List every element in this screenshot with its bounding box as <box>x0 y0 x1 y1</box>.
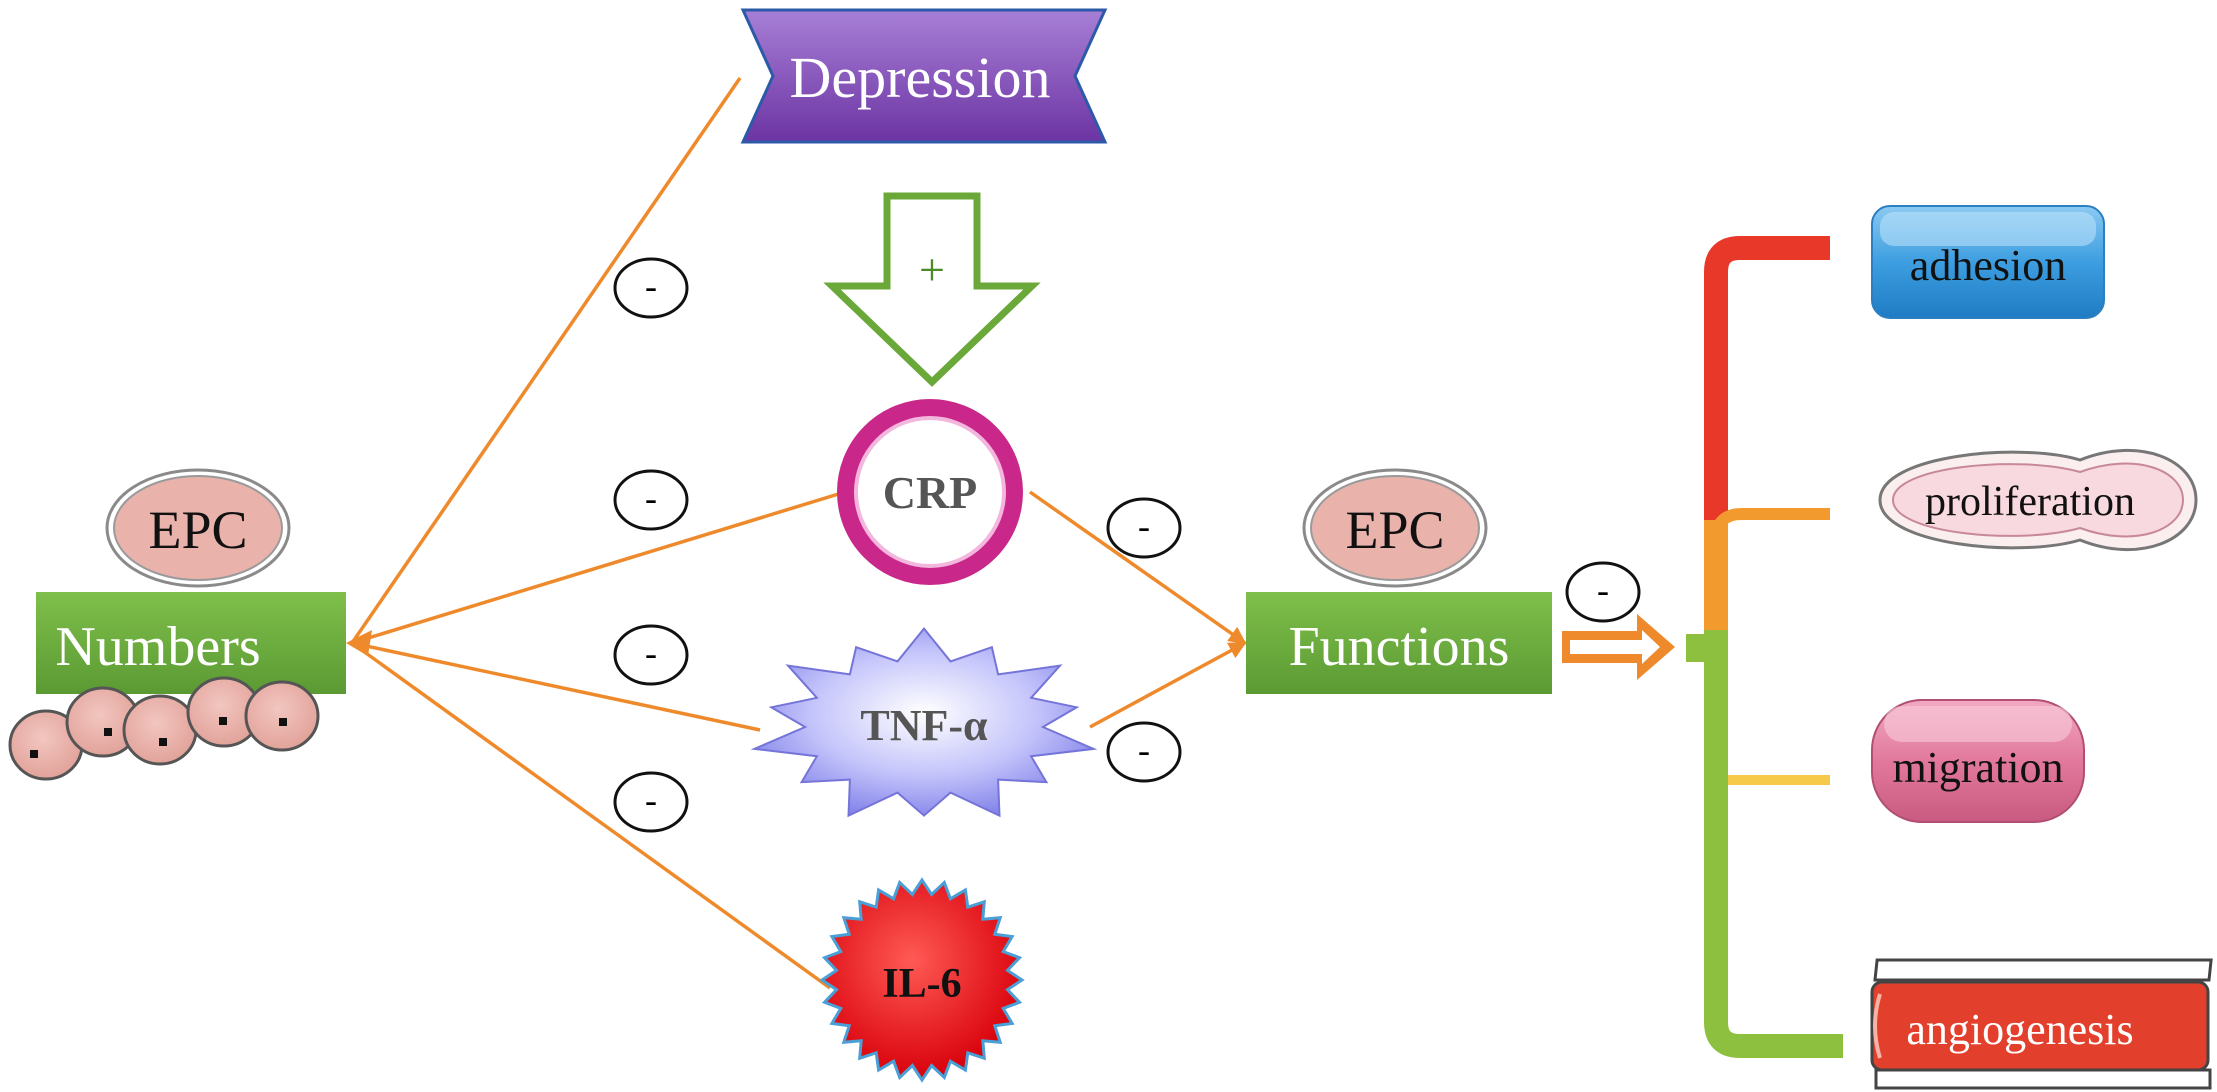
minus-label: - <box>645 478 657 518</box>
functions-box <box>1246 592 1552 694</box>
outcome-bracket <box>1686 236 1843 1058</box>
minus-circle-crp: - <box>613 469 689 531</box>
epc-left-label: EPC <box>148 500 247 560</box>
plus-label: + <box>919 244 945 295</box>
line-tnf-to-numbers <box>351 641 761 732</box>
epc-cells <box>8 676 320 781</box>
minus-circle-il6: - <box>613 771 689 833</box>
minus-label: - <box>1138 506 1150 546</box>
crp-node: CRP <box>837 399 1023 585</box>
line-crp-to-numbers <box>351 490 846 645</box>
epc-right-label: EPC <box>1345 500 1444 560</box>
minus-circle-tnf-functions: - <box>1106 721 1182 783</box>
minus-circle-depression: - <box>613 257 689 319</box>
plus-arrow: + <box>823 192 1041 387</box>
migration-label: migration <box>1892 743 2063 792</box>
connector-lines <box>350 77 1247 990</box>
tnf-node: TNF-α <box>750 627 1098 818</box>
outcome-migration: migration <box>1871 699 2085 823</box>
il6-node: IL-6 <box>819 877 1025 1083</box>
adhesion-label: adhesion <box>1910 241 2066 290</box>
minus-label: - <box>645 633 657 673</box>
numbers-label: Numbers <box>55 616 260 678</box>
outcome-angiogenesis: angiogenesis <box>1870 958 2213 1090</box>
line-tnf-to-functions <box>1089 641 1247 729</box>
numbers-arrowhead <box>346 630 372 656</box>
outcome-adhesion: adhesion <box>1871 205 2105 319</box>
tnf-label: TNF-α <box>860 701 988 750</box>
line-il6-to-numbers <box>350 641 832 990</box>
numbers-box <box>36 592 346 694</box>
crp-label: CRP <box>883 467 978 518</box>
functions-label: Functions <box>1289 616 1510 678</box>
minus-signs: - - - - - - - <box>613 257 1641 833</box>
minus-label: - <box>1597 570 1609 610</box>
minus-circle-outcomes: - <box>1565 561 1641 623</box>
angiogenesis-label: angiogenesis <box>1906 1005 2133 1054</box>
functions-to-outcomes-arrow <box>1562 614 1675 680</box>
minus-circle-crp-functions: - <box>1106 497 1182 559</box>
outcome-proliferation: proliferation <box>1878 449 2198 551</box>
minus-label: - <box>645 780 657 820</box>
minus-label: - <box>645 266 657 306</box>
line-depression-to-numbers <box>350 77 742 644</box>
minus-label: - <box>1138 730 1150 770</box>
epc-functions-group: EPC Functions <box>1246 468 1552 694</box>
line-crp-to-functions <box>1028 490 1247 645</box>
proliferation-label: proliferation <box>1925 479 2135 525</box>
epc-numbers-group: EPC Numbers <box>8 468 346 781</box>
il6-label: IL-6 <box>882 961 961 1007</box>
minus-circle-tnf: - <box>613 624 689 686</box>
depression-node: Depression <box>740 8 1108 144</box>
depression-label: Depression <box>790 45 1051 110</box>
